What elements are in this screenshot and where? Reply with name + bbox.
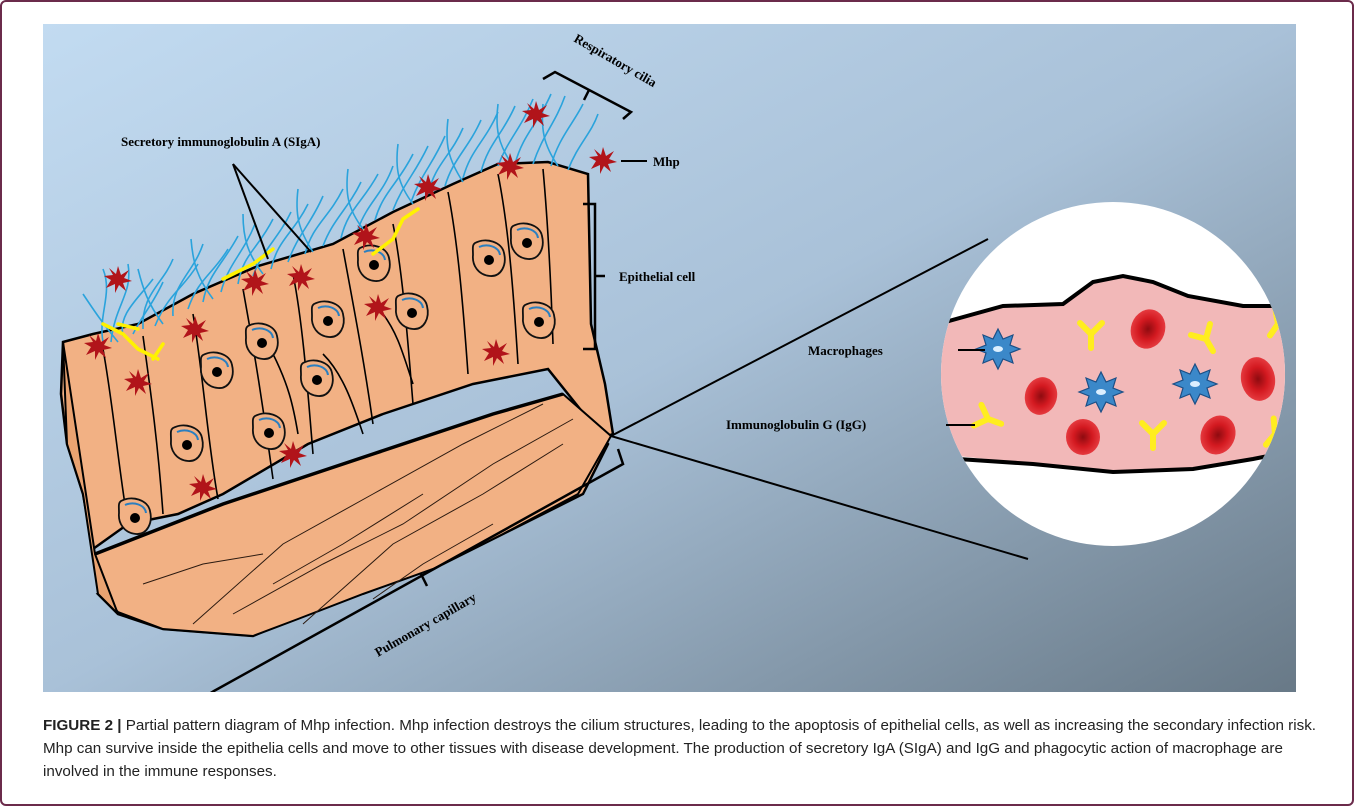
figure-number: FIGURE 2 | <box>43 717 122 734</box>
label-igg: Immunoglobulin G (IgG) <box>726 417 866 432</box>
label-epithelial-cell: Epithelial cell <box>619 269 696 284</box>
diagram: Respiratory cilia Secretory immunoglobul… <box>43 24 1296 692</box>
figure-caption: FIGURE 2 | Partial pattern diagram of Mh… <box>43 714 1318 783</box>
caption-text: Partial pattern diagram of Mhp infection… <box>43 717 1316 780</box>
label-siga: Secretory immunoglobulin A (SIgA) <box>121 134 320 149</box>
label-macrophages: Macrophages <box>808 343 883 358</box>
label-mhp: Mhp <box>653 154 680 169</box>
